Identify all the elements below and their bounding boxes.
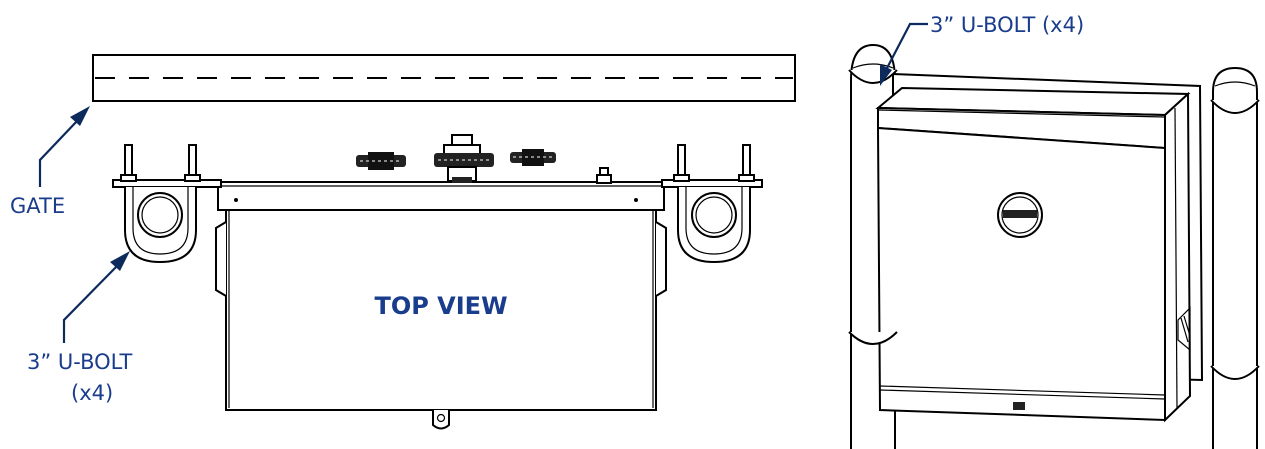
operator-front-view [848,43,1260,449]
ubolt-left-label-line2: (x4) [71,381,113,405]
gate-leader: GATE [10,106,90,218]
operator-top-view: TOP VIEW [112,134,763,430]
ubolt-right-label: 3” U-BOLT (x4) [930,13,1084,37]
ubolt-left-label-line1: 3” U-BOLT [27,350,132,374]
sprocket-left [356,152,406,170]
ubolt-left-leader: 3” U-BOLT (x4) [27,251,132,405]
gate-bar [92,54,796,102]
top-view-label: TOP VIEW [374,292,507,320]
small-fitting [596,167,612,184]
ubolt-right-leader: 3” U-BOLT (x4) [880,13,1084,86]
gate-label: GATE [10,194,65,218]
sprocket-right [510,149,556,166]
sprocket-center [434,134,494,183]
logo-badge [997,192,1043,238]
